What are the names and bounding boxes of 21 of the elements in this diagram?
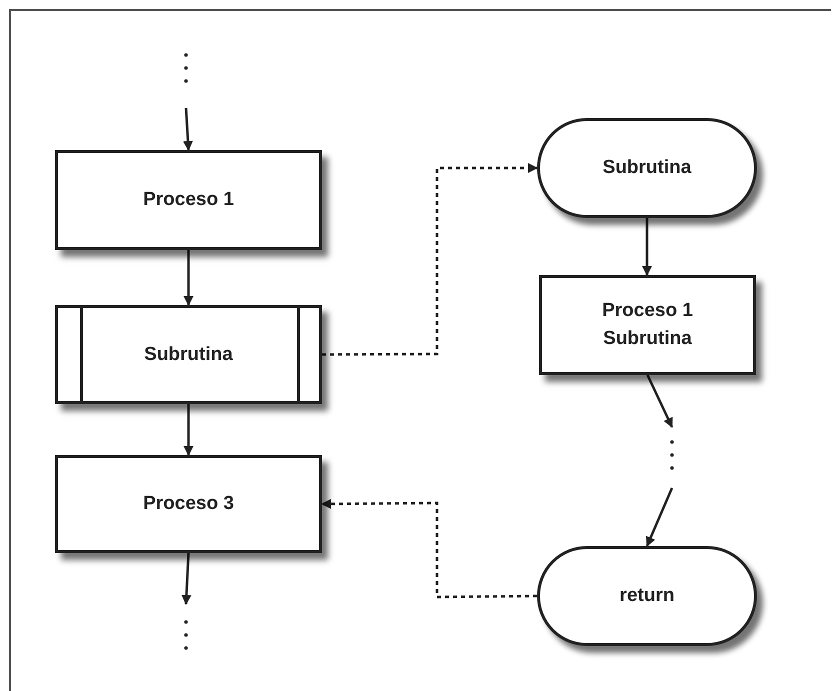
- dotted-arrow: [321, 498, 538, 598]
- terminal-shape: [537, 118, 757, 218]
- node-label: Subrutina: [602, 156, 692, 180]
- arrow: [182, 108, 193, 151]
- dotted-arrow: [322, 163, 538, 356]
- process-box: [539, 275, 756, 375]
- process-box: [55, 455, 322, 553]
- node-label: Proceso 1: [143, 188, 234, 212]
- node-label: Proceso 3: [143, 492, 234, 516]
- predefined-process-box: [55, 305, 322, 404]
- arrow: [184, 404, 194, 456]
- terminal-shape: [537, 546, 757, 646]
- arrow: [646, 374, 674, 428]
- node-label: return: [620, 584, 674, 608]
- arrow: [181, 552, 192, 605]
- arrow: [184, 250, 194, 306]
- arrow: [642, 218, 652, 276]
- arrow: [646, 488, 674, 547]
- process-box: [55, 150, 322, 250]
- node-label: Subrutina: [144, 342, 233, 367]
- node-label: Proceso 1 Subrutina: [601, 299, 694, 351]
